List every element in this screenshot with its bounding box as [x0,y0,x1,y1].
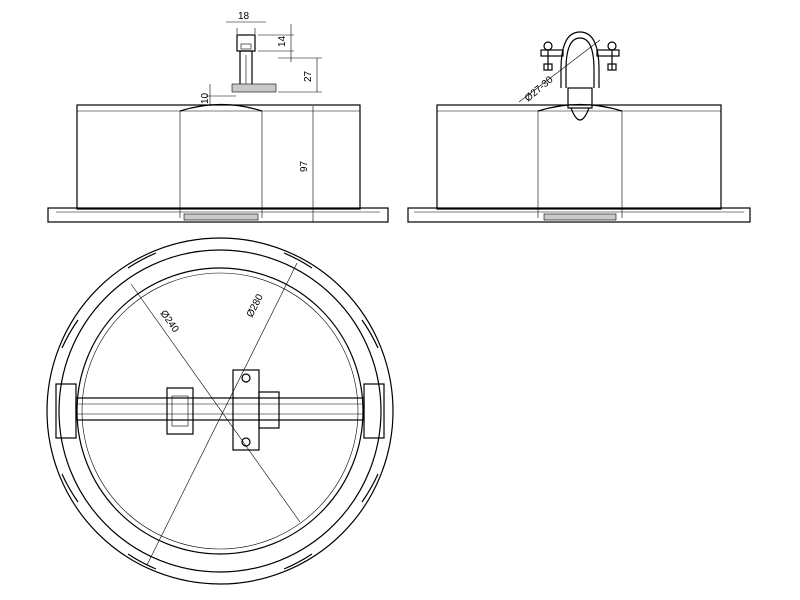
plan-view: Ø240 Ø280 [46,237,394,585]
front-housing-body [76,104,361,210]
side-base-flange [407,207,751,223]
plan-dim-240: Ø240 [158,308,181,335]
plan-outer-rim [46,237,394,585]
front-dim-18: 18 [238,11,250,22]
front-dim-27: 27 [303,70,314,82]
side-housing-body [436,104,722,210]
front-dome [179,103,263,112]
front-dim-14: 14 [277,35,288,47]
front-base-flange [47,207,389,223]
plan-rail [75,397,365,421]
plan-inner-body [76,267,364,555]
side-dim-clamp: Ø27-30 [523,74,556,104]
side-clamp-post [567,87,593,109]
plan-dim-280: Ø280 [245,292,266,319]
front-dim-97: 97 [299,160,310,172]
front-bracket-head [236,34,256,52]
front-dim-10: 10 [200,92,211,104]
front-view: 18 14 27 10 97 [47,11,389,223]
side-view: Ø27-30 [407,31,751,223]
plan-clip [166,387,194,435]
